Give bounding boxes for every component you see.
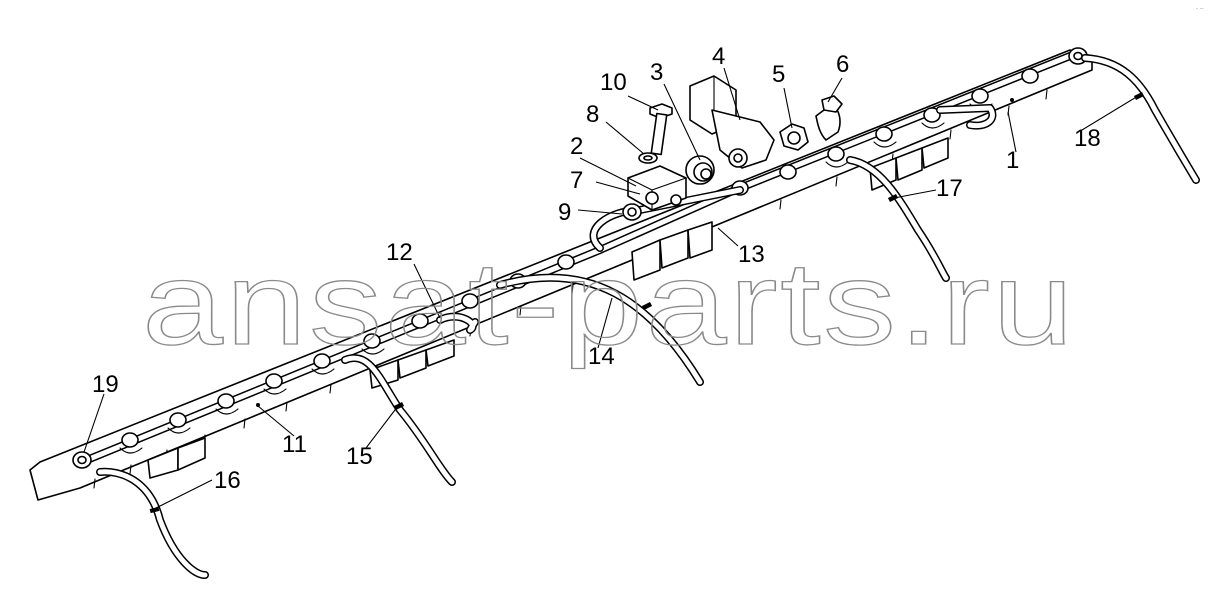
main-pipe xyxy=(78,48,1084,466)
spray-tubes xyxy=(96,54,1200,579)
callout-7: 7 xyxy=(570,167,583,194)
callout-17: 17 xyxy=(936,175,963,202)
nut-5 xyxy=(779,123,809,151)
callout-13: 13 xyxy=(738,241,765,268)
pipe-fittings xyxy=(72,47,1088,469)
callout-19: 19 xyxy=(92,371,119,398)
callout-2: 2 xyxy=(570,133,583,160)
callout-10: 10 xyxy=(600,69,627,96)
callout-3: 3 xyxy=(650,59,663,86)
callout-12: 12 xyxy=(386,239,413,266)
corner-mark: - -- xyxy=(1196,6,1204,12)
callout-9: 9 xyxy=(558,199,571,226)
callout-8: 8 xyxy=(586,101,599,128)
callout-6: 6 xyxy=(836,51,849,78)
distribution-block xyxy=(622,165,687,221)
valve-body xyxy=(689,75,775,169)
callout-4: 4 xyxy=(712,43,725,70)
fitting-3 xyxy=(685,155,715,185)
callout-16: 16 xyxy=(214,467,241,494)
callout-14: 14 xyxy=(588,343,615,370)
elbow-6 xyxy=(815,95,843,141)
callout-11: 11 xyxy=(282,431,307,458)
callout-18: 18 xyxy=(1074,125,1101,152)
callout-leaders xyxy=(83,67,1139,509)
callout-15: 15 xyxy=(346,443,373,470)
callout-1: 1 xyxy=(1006,147,1019,174)
bolt xyxy=(638,103,673,164)
callout-5: 5 xyxy=(772,61,785,88)
callout-labels: 1 2 3 4 5 6 7 8 9 10 11 12 13 14 15 16 1… xyxy=(92,43,1101,494)
watermark: ansat-parts.ru xyxy=(142,238,1076,370)
